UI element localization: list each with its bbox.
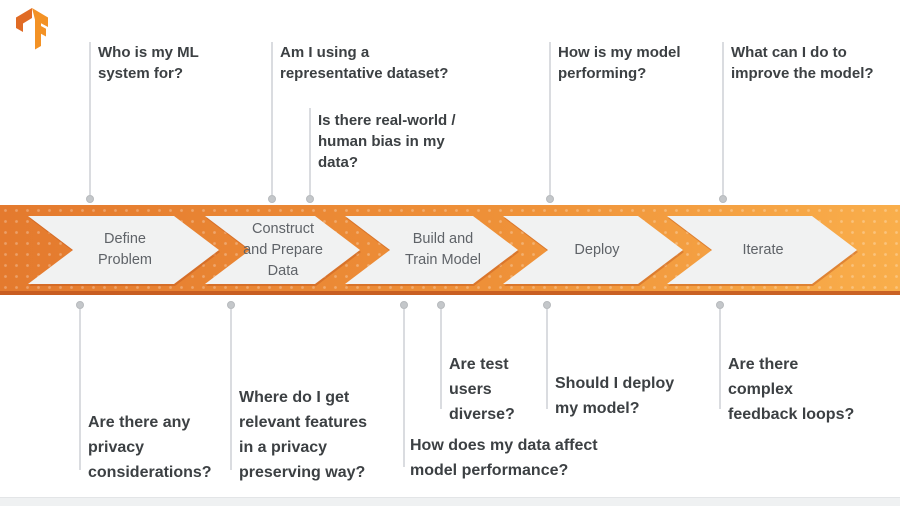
stage-chevron-iterate: [667, 216, 857, 284]
connector-dot-top-2: [268, 195, 276, 203]
q-top-human-bias: Is there real-world / human bias in my d…: [318, 112, 456, 171]
connector-line-bottom-6: [719, 309, 721, 409]
connector-dot-bottom-5: [543, 301, 551, 309]
q-top-ml-system-for: Who is my ML system for?: [98, 44, 199, 82]
q-bottom-deploy-model: Should I deploy my model?: [555, 375, 675, 417]
connector-dot-top-3: [306, 195, 314, 203]
connector-dot-top-4: [546, 195, 554, 203]
q-bottom-data-affect: How does my data affect model performanc…: [410, 437, 598, 479]
tf-logo-left-facet: [16, 8, 32, 32]
connector-dot-bottom-6: [716, 301, 724, 309]
connector-line-top-5: [722, 42, 724, 195]
connector-line-bottom-1: [79, 309, 81, 470]
q-bottom-test-users: Are test users diverse?: [449, 356, 515, 423]
stage-chevron-deploy: [503, 216, 683, 284]
connector-line-bottom-4: [440, 309, 442, 409]
q-top-model-performing: How is my model performing?: [558, 44, 681, 82]
bottom-edge-strip: [0, 497, 900, 506]
connector-dot-bottom-1: [76, 301, 84, 309]
connector-line-top-3: [309, 108, 311, 195]
workflow-banner: [0, 205, 900, 295]
tensorflow-logo-icon: [16, 8, 48, 50]
connector-dot-top-5: [719, 195, 727, 203]
connector-line-top-1: [89, 42, 91, 195]
stage-chevron-build-train: [345, 216, 518, 284]
q-bottom-privacy: Are there any privacy considerations?: [88, 414, 212, 481]
connector-line-bottom-2: [230, 309, 232, 470]
q-bottom-feedback-loops: Are there complex feedback loops?: [728, 356, 855, 423]
connector-dot-bottom-3: [400, 301, 408, 309]
q-bottom-privacy-features: Where do I get relevant features in a pr…: [239, 389, 368, 481]
connector-dot-bottom-4: [437, 301, 445, 309]
connector-line-bottom-5: [546, 309, 548, 409]
connector-line-top-4: [549, 42, 551, 195]
q-top-representative-dataset: Am I using a representative dataset?: [280, 44, 449, 82]
q-top-improve-model: What can I do to improve the model?: [731, 44, 874, 82]
connector-dot-top-1: [86, 195, 94, 203]
connector-line-top-2: [271, 42, 273, 195]
stage-chevron-construct-data: [205, 216, 360, 284]
connector-line-bottom-3: [403, 309, 405, 467]
stage-chevrons: [28, 216, 857, 284]
tf-logo-right-facet: [32, 8, 48, 50]
stage-chevron-define-problem: [28, 216, 219, 284]
connector-dot-bottom-2: [227, 301, 235, 309]
